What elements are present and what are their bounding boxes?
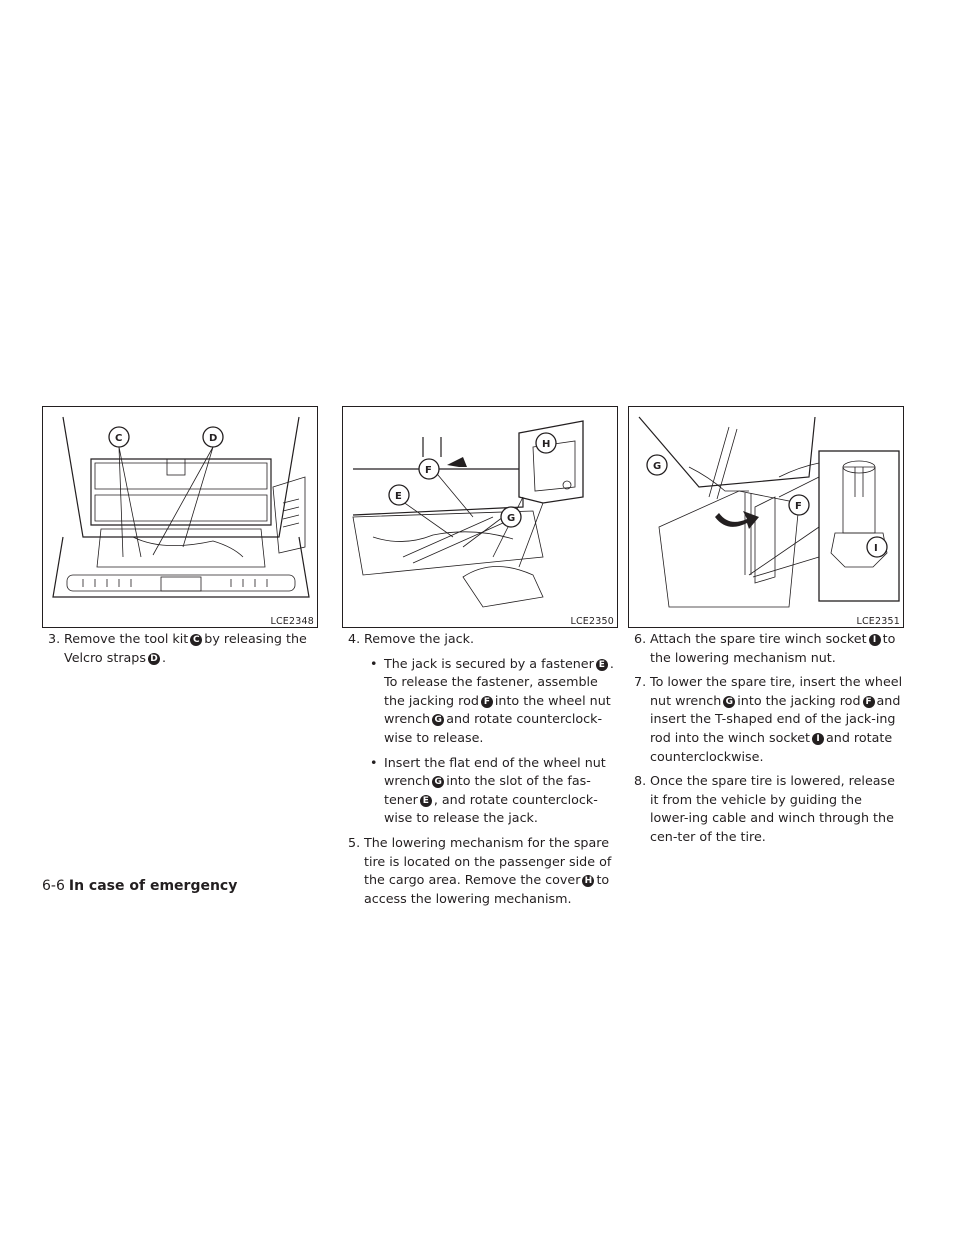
callout-g [646, 454, 668, 476]
callout-h-label: H [542, 439, 550, 450]
step-text: to access the lowering mechanism. [364, 872, 610, 906]
step-text: , and rotate counterclock-wise to releas… [384, 791, 598, 826]
callout-badge-f: F [480, 695, 493, 708]
step-text: The lowering mechanism for the spare tir… [364, 834, 612, 888]
callout-c-label: C [115, 433, 122, 444]
callout-badge-e: E [595, 658, 608, 671]
callout-badge-d: D [147, 652, 160, 665]
tool-kit-illustration: C D [52, 416, 310, 598]
step-number: 3. [48, 631, 61, 646]
step-text: into the slot of the fas-tener [384, 773, 591, 807]
callout-badge-h: H [582, 875, 595, 888]
callout-g-label: G [653, 461, 661, 472]
callout-f-label: F [795, 501, 802, 512]
step-text: Remove the tool kit [64, 631, 189, 646]
callout-h [535, 432, 557, 454]
step-text: . To release the fastener, assemble the … [384, 655, 614, 708]
callout-f [788, 494, 810, 516]
step-text: into the wheel nut wrench [384, 692, 611, 727]
callout-d-label: D [209, 433, 217, 444]
figure-code: LCE2348 [268, 616, 314, 627]
callout-e [388, 484, 410, 506]
step-text: and insert the T-shaped end of the jack-… [650, 692, 901, 745]
step-text: Insert the flat end of the wheel nut wre… [384, 754, 606, 789]
step-8: 8. Once the spare tire is lowered, relea… [628, 772, 904, 846]
jack-removal-illustration: H F E G [352, 420, 584, 608]
callout-badge-c: C [190, 634, 203, 646]
figure-code: LCE2350 [568, 616, 614, 627]
figure-code: LCE2351 [854, 616, 900, 627]
section-title: In case of emergency [68, 878, 238, 894]
figure-winch-socket: G F I LCE2351 [628, 406, 904, 628]
step-5: 5. The lowering mechanism for the spare … [342, 834, 618, 908]
step-text: Remove the jack. [364, 631, 475, 646]
step-number: 7. [634, 674, 647, 690]
step-7: 7. To lower the spare tire, insert the w… [628, 673, 904, 766]
winch-socket-illustration: G F I [638, 416, 900, 608]
step-number: 6. [634, 631, 647, 646]
callout-i [866, 536, 888, 558]
step-text: and rotate counterclockwise. [650, 729, 893, 764]
callout-badge-g: G [432, 714, 445, 727]
callout-badge-g: G [723, 695, 736, 708]
callout-g-label: G [507, 513, 515, 524]
bullet: • [370, 754, 378, 770]
callout-f-label: F [425, 465, 432, 476]
step-4-bullet-2: • Insert the flat end of the wheel nut w… [342, 754, 618, 828]
callout-badge-g: G [432, 776, 445, 789]
step-text: and rotate counterclock-wise to release. [384, 711, 603, 745]
step-number: 8. [634, 773, 647, 789]
figure-tool-kit: C D LCE2348 [42, 406, 318, 628]
callout-c [108, 426, 130, 448]
column-2: 4. Remove the jack. • The jack is secure… [342, 630, 618, 914]
page-number: 6-6 [42, 878, 65, 894]
callout-badge-f: F [862, 695, 875, 708]
step-text: Once the spare tire is lowered, release … [650, 773, 895, 844]
step-text: To lower the spare tire, insert the whee… [650, 674, 903, 708]
step-text: . [161, 649, 167, 665]
bullet-text: Insert the flat end of the wheel nut wre… [374, 754, 618, 828]
step-text: into the jacking rod [737, 692, 861, 708]
step-text: The jack is secured by a fastener [384, 655, 594, 671]
step-number: 5. [348, 834, 361, 850]
step-text: to the lowering mechanism nut. [650, 631, 896, 665]
figure-jack-removal: H F E G LCE2350 [342, 406, 618, 628]
step-text: by releasing the Velcro straps [64, 631, 307, 665]
callout-i-label: I [874, 543, 878, 554]
step-4: 4. Remove the jack. [342, 630, 618, 649]
callout-badge-i: I [868, 634, 881, 646]
callout-g [500, 506, 522, 528]
callout-badge-e: E [419, 794, 432, 807]
callout-badge-i: I [812, 732, 824, 745]
bullet: • [370, 655, 378, 671]
callout-f [418, 458, 440, 480]
step-number: 4. [348, 631, 361, 646]
callout-e-label: E [395, 491, 402, 502]
step-text: Attach the spare tire winch socket [650, 631, 867, 646]
callout-d [202, 426, 224, 448]
